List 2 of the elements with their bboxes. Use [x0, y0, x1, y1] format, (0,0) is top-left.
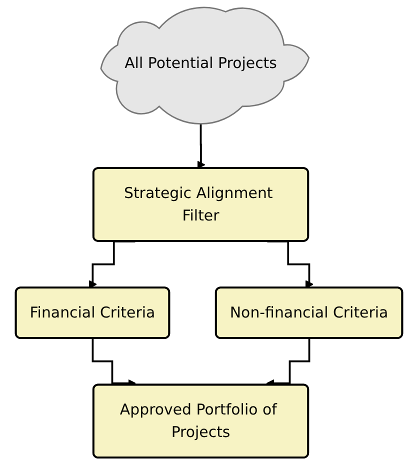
arrow: [267, 240, 314, 288]
arrow: [88, 240, 136, 288]
